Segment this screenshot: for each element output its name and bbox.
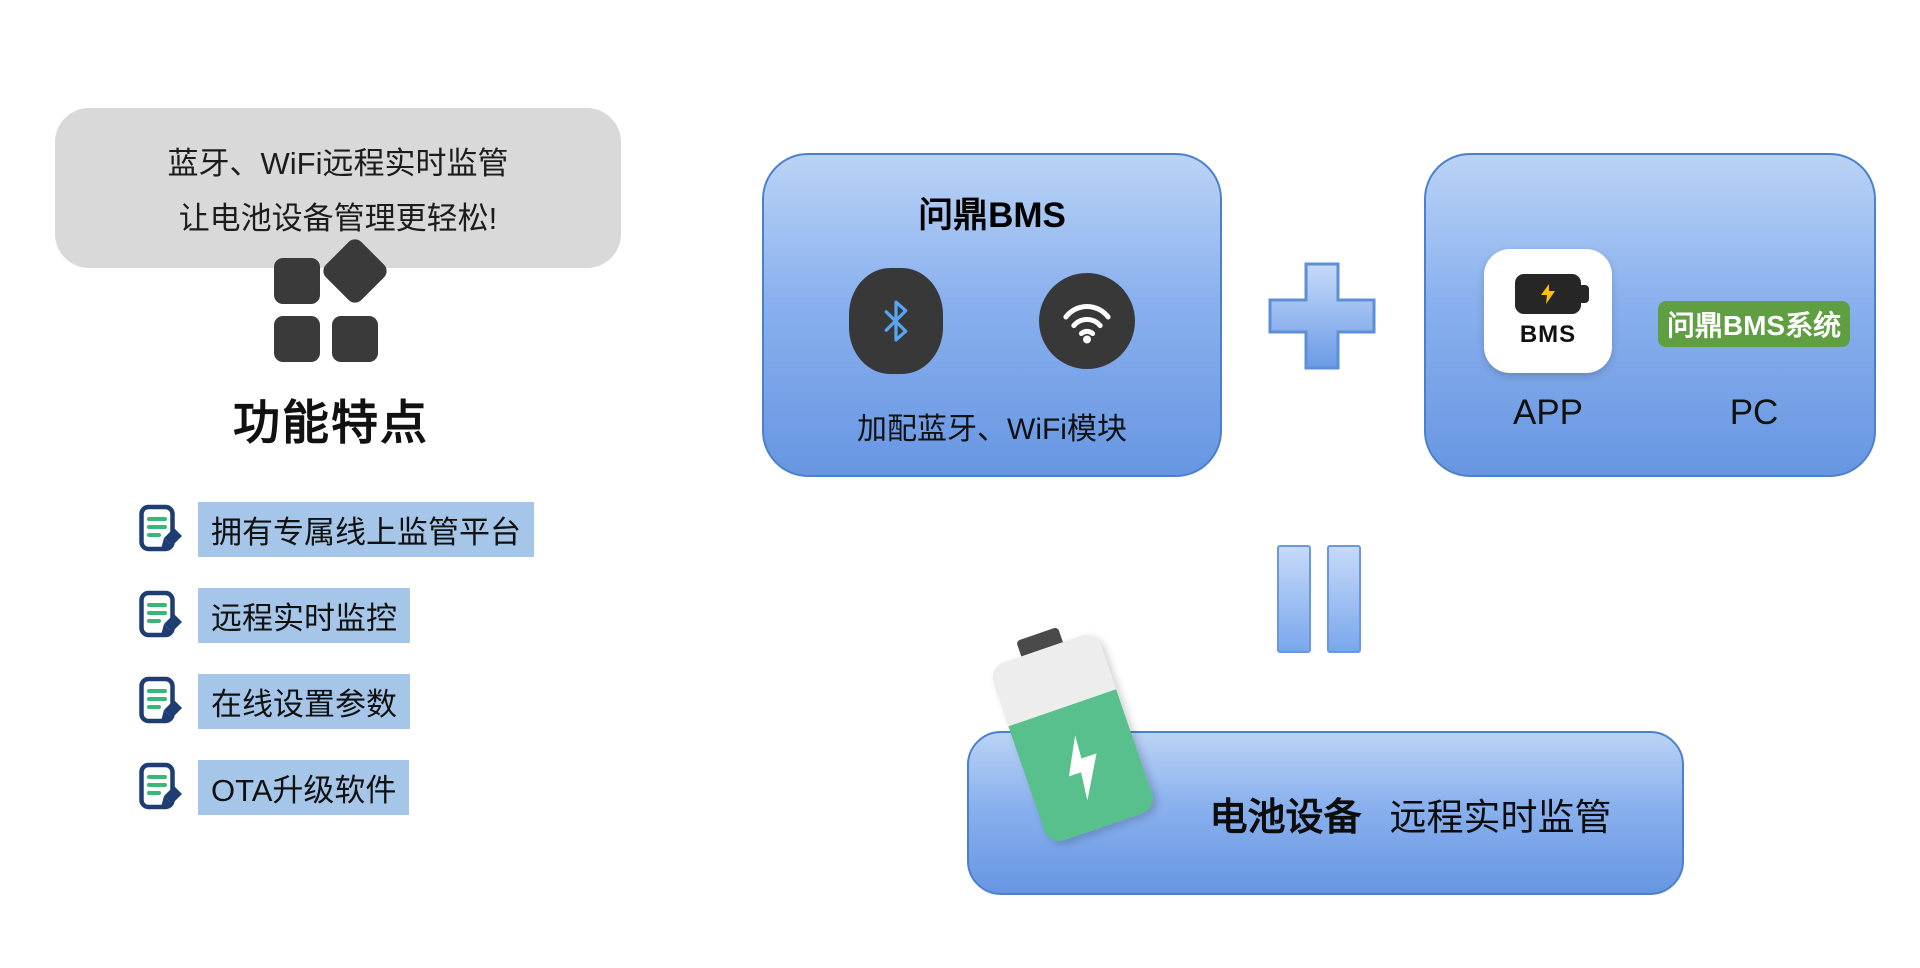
intro-line2: 让电池设备管理更轻松! — [178, 201, 498, 236]
bms-box-title: 问鼎BMS — [918, 196, 1066, 235]
feature-item: 远程实时监控 — [138, 587, 410, 643]
battery-body — [988, 630, 1158, 846]
feature-label: 在线设置参数 — [198, 673, 410, 729]
feature-label: 远程实时监控 — [198, 587, 410, 643]
grid-diamond-icon — [319, 235, 391, 307]
feature-item: 在线设置参数 — [138, 673, 410, 729]
equals-bar — [1327, 545, 1361, 653]
intro-bubble: 蓝牙、WiFi远程实时监管 让电池设备管理更轻松! — [55, 108, 621, 268]
result-device-label: 电池设备 — [1209, 796, 1362, 839]
lightning-icon — [1541, 283, 1555, 304]
document-pencil-icon — [139, 590, 182, 638]
battery-green-section — [1008, 689, 1158, 846]
grid-square-icon — [332, 316, 378, 362]
battery-device-icon — [975, 613, 1170, 865]
feature-item: OTA升级软件 — [138, 759, 410, 815]
bms-app-icon: BMS — [1484, 249, 1612, 373]
document-pencil-icon — [139, 676, 182, 724]
lightning-icon — [1068, 735, 1097, 801]
pc-badge-text: 问鼎BMS系统 — [1666, 310, 1842, 341]
pc-label: PC — [1729, 393, 1779, 432]
feature-label: OTA升级软件 — [198, 759, 410, 815]
features-title: 功能特点 — [233, 396, 429, 449]
app-icon-text: BMS — [1519, 320, 1577, 348]
platform-box: BMS APP 问鼎BMS系统 PC — [1424, 153, 1876, 477]
features-grid-icon — [266, 235, 398, 374]
grid-square-icon — [274, 258, 320, 304]
bms-module-box: 问鼎BMS 加配蓝牙、WiFi模块 — [762, 153, 1222, 477]
battery-glyph-icon — [1515, 273, 1589, 314]
pc-system-badge: 问鼎BMS系统 — [1658, 301, 1850, 347]
app-label: APP — [1512, 393, 1584, 432]
bms-box-caption: 加配蓝牙、WiFi模块 — [857, 413, 1127, 446]
bluetooth-icon — [849, 268, 943, 374]
equals-icon — [1277, 545, 1361, 653]
plus-icon — [1268, 262, 1376, 370]
wifi-icon — [1039, 273, 1135, 369]
bms-icons-row — [764, 268, 1220, 374]
grid-square-icon — [274, 316, 320, 362]
feature-label: 拥有专属线上监管平台 — [198, 501, 534, 557]
result-caption: 远程实时监管 — [1389, 796, 1612, 838]
intro-line1: 蓝牙、WiFi远程实时监管 — [167, 146, 509, 181]
document-pencil-icon — [139, 504, 182, 552]
document-pencil-icon — [139, 762, 182, 810]
equals-bar — [1277, 545, 1311, 653]
feature-item: 拥有专属线上监管平台 — [138, 501, 534, 557]
result-text: 电池设备 远程实时监管 — [1209, 786, 1611, 841]
